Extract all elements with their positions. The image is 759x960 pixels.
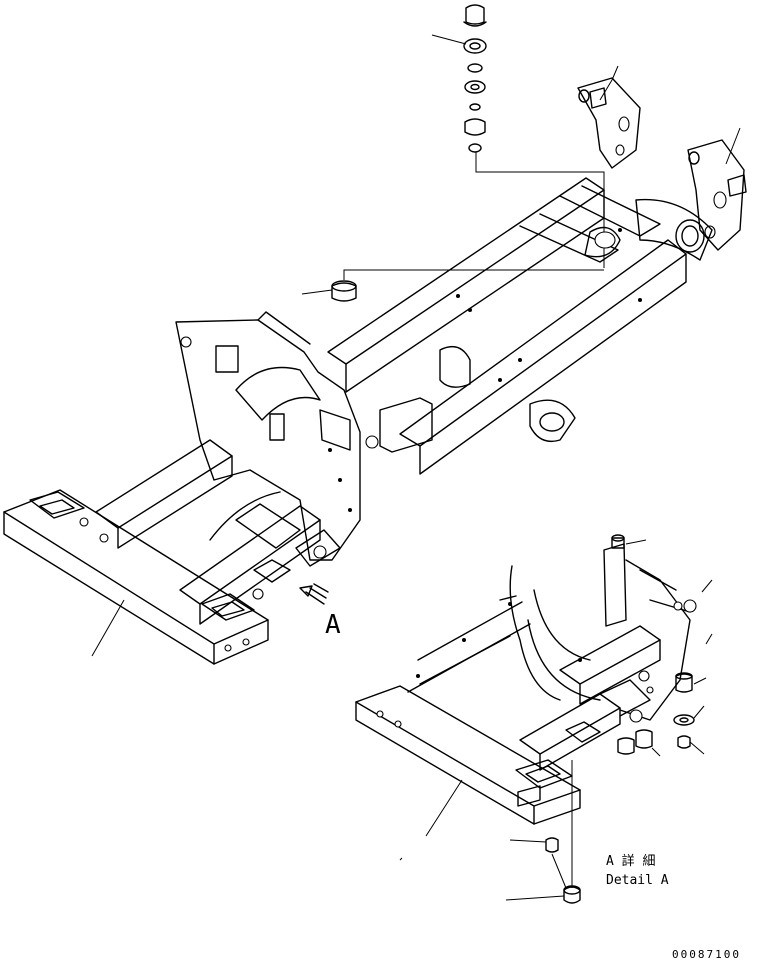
detail-a-drawing — [355, 534, 697, 825]
detail-leader-tick — [399, 857, 403, 861]
drawing-number: 00087100 — [672, 948, 741, 960]
detail-label-jp: A 詳 細 — [606, 853, 655, 869]
bushing-stack — [463, 4, 487, 153]
rear-bracket-left — [577, 65, 641, 169]
detail-bumper-leader — [425, 779, 463, 837]
main-frame — [3, 177, 713, 665]
pin-washer — [301, 269, 604, 302]
view-marker-label: A — [325, 610, 341, 640]
view-arrow-a — [299, 583, 329, 605]
detail-label-en: Detail A — [606, 873, 669, 888]
bumper-leader-line — [91, 599, 125, 657]
detail-a-parts — [505, 539, 713, 904]
bushing-leader-lines — [431, 34, 605, 268]
rear-bracket-right — [687, 127, 747, 251]
